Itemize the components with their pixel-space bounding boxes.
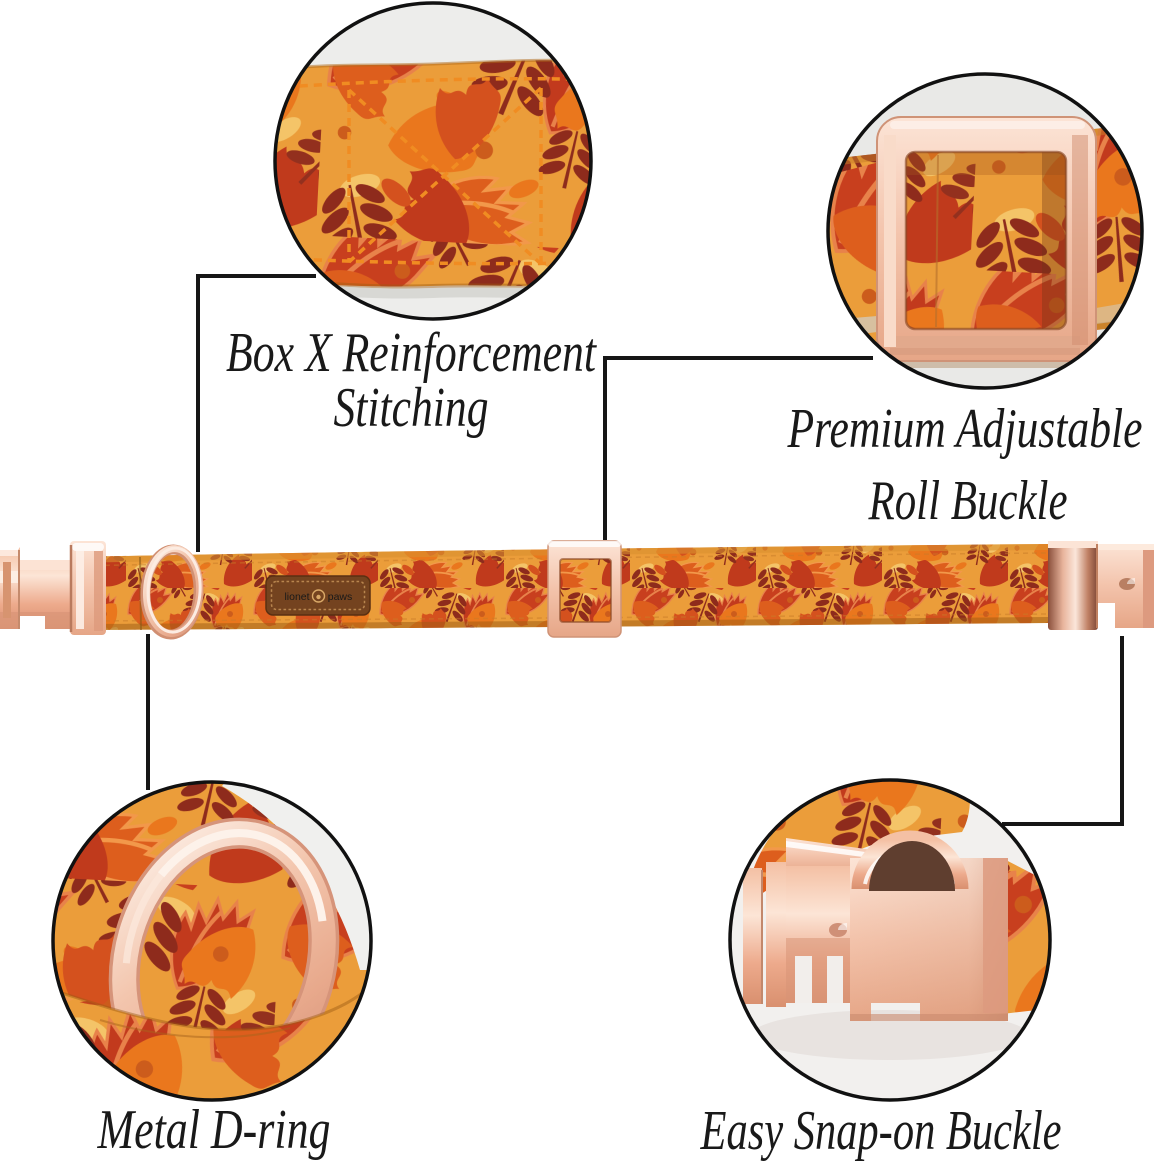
svg-text:Metal D-ring: Metal D-ring [97,1099,331,1161]
svg-text:Box X Reinforcement: Box X Reinforcement [226,322,597,384]
svg-text:Stitching: Stitching [334,377,489,439]
svg-text:Roll Buckle: Roll Buckle [868,470,1068,532]
svg-text:Easy Snap-on Buckle: Easy Snap-on Buckle [700,1100,1062,1162]
svg-text:lionet: lionet [284,591,309,603]
svg-text:paws: paws [328,591,353,603]
svg-text:Premium Adjustable: Premium Adjustable [787,398,1143,460]
